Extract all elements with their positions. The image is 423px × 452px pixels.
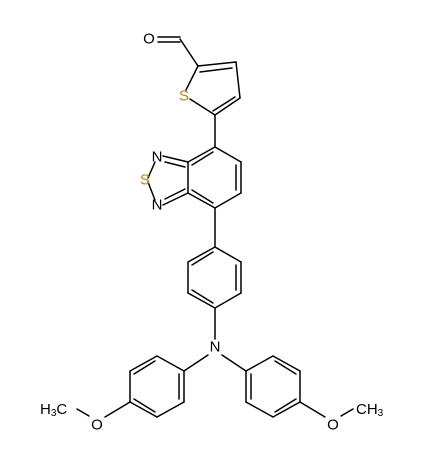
thiadiazole-ring [147,155,189,206]
ra-bond-2 [245,401,274,418]
sulfur-thiadiazole-label: S [140,172,150,189]
btd-bond-6 [187,146,216,163]
benzothiadiazole-benzene [187,146,242,209]
bond-amine-right [221,354,247,372]
central-phenyl-ring [187,246,242,309]
thiophene-double-2 [212,96,236,112]
tdz-bond-3 [147,181,156,201]
thiophene-bond-1 [185,65,199,91]
methyl-right-ch: CH [356,401,378,418]
la-bond-3 [129,401,158,418]
la-bond-2 [156,401,185,418]
ph-double-2 [191,289,214,304]
thiophene-bond-3 [235,61,241,99]
ra-bond-5 [272,355,301,372]
tdz-bond-4 [162,192,189,206]
nitrogen-amine-label: N [210,339,221,356]
methyl-right-subscript: 3 [378,408,384,419]
btd-bond-1 [214,146,242,163]
bond-left-o [104,401,131,418]
la-double-3 [133,360,156,375]
oxygen-left-label: O [91,417,103,434]
ra-double-2 [274,398,297,413]
thiophene-bond-2 [197,61,237,67]
ph-bond-4 [187,292,216,309]
bond-right-o [299,401,326,418]
thiophene-bond-5 [189,98,216,116]
la-bond-5 [129,355,158,372]
methyl-left-c: C [56,401,67,418]
left-anisyl-ring [129,355,185,418]
btd-double-3 [191,151,214,166]
oxygen-aldehyde-label: O [143,31,155,48]
la-bond-6 [156,355,185,372]
ra-bond-3 [272,401,301,418]
ph-double-3 [191,251,214,266]
btd-bond-4 [187,192,216,209]
thiophene-ring [185,61,241,116]
btd-bond-3 [214,192,242,209]
ra-double-3 [274,360,297,375]
sulfur-thiophene-label: S [179,88,189,105]
aldehyde-group [157,36,199,67]
bond-right-o-ch3 [340,408,354,417]
ph-bond-3 [214,292,242,309]
thiophene-double-1 [199,67,233,73]
bond-cho-ring [179,38,199,67]
ph-bond-1 [214,246,242,263]
right-anisyl-ring [245,355,301,418]
bond-amine-left [183,354,209,372]
nitrogen-bottom-label: N [152,197,163,214]
tdz-bond-1 [162,155,189,163]
tdz-double-1 [164,161,186,168]
atom-labels: O S N S N N O O H3C CH3 [40,31,384,434]
ra-bond-6 [245,355,274,372]
ph-bond-6 [187,246,216,263]
methyl-right-label: CH3 [356,401,384,419]
oxygen-right-label: O [327,417,339,434]
tdz-bond-2 [147,161,156,179]
thiophene-bond-4 [214,97,241,116]
tdz-double-2 [164,188,186,200]
la-double-2 [133,398,156,413]
methyl-left-h: H [40,401,51,418]
bond-left-o-ch3 [76,408,90,417]
methyl-left-subscript: 3 [51,408,57,419]
nitrogen-top-label: N [152,149,163,166]
btd-double-2 [191,189,214,204]
methyl-left-label: H3C [40,401,67,419]
